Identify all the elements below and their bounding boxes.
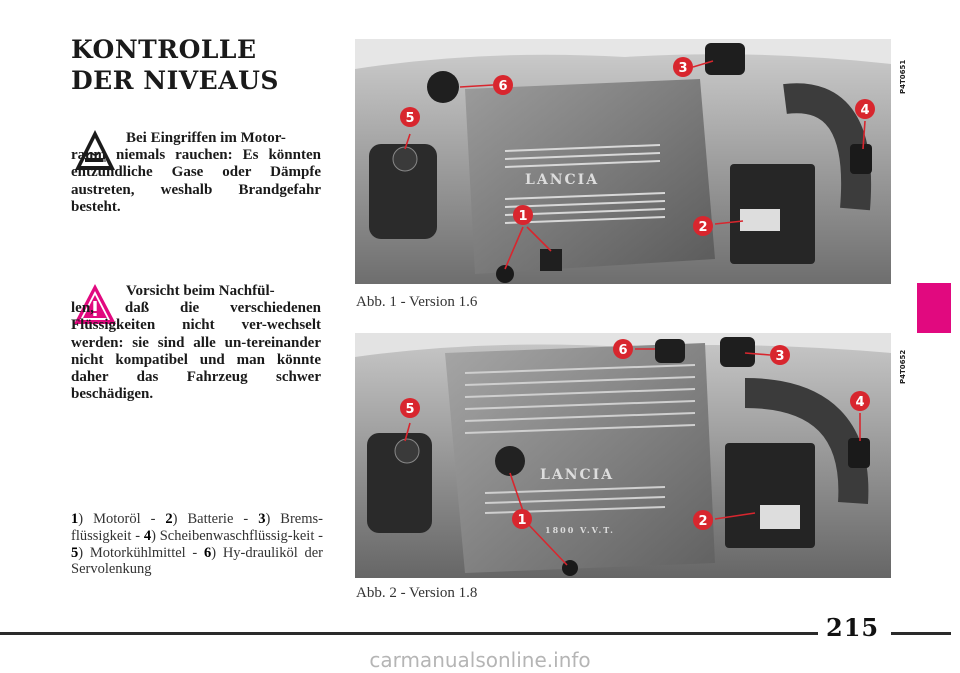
no-smoking-warning-icon xyxy=(73,128,117,172)
legend-text: Hy-drauliköl der Servolenkung xyxy=(71,544,323,578)
legend-num: 4 xyxy=(143,527,152,544)
legend-text: Motorkühlmittel - xyxy=(89,544,204,561)
callout-badge: 4 xyxy=(861,103,870,118)
callout-badge: 5 xyxy=(406,402,415,417)
figure-caption: Abb. 2 - Version 1.8 xyxy=(356,585,478,601)
warning-triangle-icon xyxy=(73,282,117,326)
engine-model-label: 1800 V.V.T. xyxy=(545,525,615,535)
legend-num: 1 xyxy=(71,511,79,527)
watermark: carmanualsonline.info xyxy=(369,648,591,672)
engine-bay-photo-2: LANCIA 1800 V.V.T. xyxy=(355,333,891,578)
callout-badge: 1 xyxy=(519,209,528,224)
title-line-2: DER NIVEAUS xyxy=(71,66,279,95)
page-title: KONTROLLE DER NIVEAUS xyxy=(71,34,279,96)
warning-smoke-text: Bei Eingriffen im Motor-raum niemals rau… xyxy=(71,130,321,216)
legend-text: Motoröl - xyxy=(93,511,166,527)
warning-smoke-lead: Bei Eingriffen im Motor- xyxy=(126,130,286,146)
figure-code: P4T0652 xyxy=(899,349,907,384)
warning-fluids-body: len, daß die verschiedenen Flüssigkeiten… xyxy=(71,300,321,403)
engine-brand-label: LANCIA xyxy=(525,172,599,188)
callout-badge: 6 xyxy=(619,343,628,358)
engine-brand-label: LANCIA xyxy=(540,467,614,483)
callout-badge: 1 xyxy=(518,513,527,528)
legend-num: 5 xyxy=(71,544,79,561)
warning-fluids-lead: Vorsicht beim Nachfül- xyxy=(126,283,275,299)
title-line-1: KONTROLLE xyxy=(71,35,257,64)
callout-badge: 4 xyxy=(856,395,865,410)
legend-num: 6 xyxy=(204,544,212,561)
callout-badge: 3 xyxy=(679,61,688,76)
legend-num: 2 xyxy=(165,511,173,527)
section-tab xyxy=(917,283,951,333)
callout-badge: 3 xyxy=(776,349,785,364)
callout-badge: 5 xyxy=(406,111,415,126)
footer-rule xyxy=(0,632,818,635)
figure-code: P4T0651 xyxy=(899,59,907,94)
warning-smoke-body: raum niemals rauchen: Es könnten entzünd… xyxy=(71,147,321,215)
legend: 1) Motoröl - 2) Batterie - 3) Brems-flüs… xyxy=(71,511,323,578)
engine-bay-photo-1: LANCIA 1 xyxy=(355,39,891,284)
legend-text: Brems-flüssigkeit - xyxy=(71,511,323,544)
page-number: 215 xyxy=(826,613,880,642)
warning-fluids-text: Vorsicht beim Nachfül-len, daß die versc… xyxy=(71,283,321,403)
legend-num: 3 xyxy=(258,511,266,527)
legend-text: Scheibenwaschflüssig-keit - xyxy=(159,527,323,544)
footer-rule xyxy=(891,632,951,635)
callout-badge: 2 xyxy=(699,514,708,529)
legend-text: Batterie - xyxy=(187,511,259,527)
figure-caption: Abb. 1 - Version 1.6 xyxy=(356,294,478,310)
callout-badge: 2 xyxy=(699,220,708,235)
callout-badge: 6 xyxy=(499,79,508,94)
